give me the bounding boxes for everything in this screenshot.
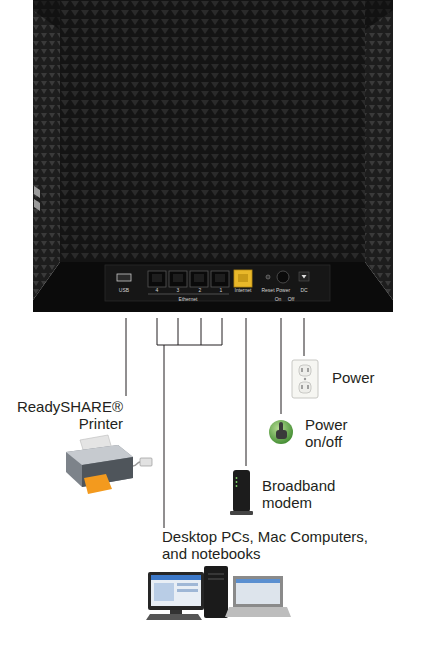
power-outlet — [292, 360, 318, 398]
device-label: Power — [332, 369, 376, 386]
power-icon — [269, 420, 293, 444]
usb-cable — [133, 462, 140, 466]
slot — [308, 385, 309, 389]
leader-line — [281, 318, 282, 414]
leader-line — [246, 318, 247, 466]
screen-line — [177, 589, 198, 592]
port-label: Power — [276, 287, 290, 293]
hand-icon — [276, 430, 287, 439]
port-label: On — [275, 296, 282, 302]
laptop-lid — [233, 576, 283, 607]
ethernet-port — [169, 271, 187, 287]
port-socket — [173, 274, 183, 282]
bracket-leg — [222, 318, 223, 345]
modem-stand — [230, 511, 253, 515]
printer-output — [84, 474, 112, 494]
port-label: 3 — [177, 287, 180, 293]
port-socket — [238, 274, 248, 282]
router-shade — [33, 0, 60, 30]
bracket-leg — [178, 318, 179, 345]
outlet-screw — [304, 378, 306, 380]
usb-plug — [140, 458, 152, 466]
leader-line — [304, 318, 305, 356]
ethernet-port — [190, 271, 208, 287]
port-label: 1 — [220, 287, 223, 293]
internet-port — [234, 270, 252, 287]
modem-led — [236, 485, 238, 487]
router-base — [33, 262, 393, 312]
screen-window — [154, 583, 174, 601]
device-label: Desktop PCs, Mac Computers, and notebook… — [162, 528, 377, 562]
dc-jack — [299, 272, 309, 281]
keyboard — [146, 614, 202, 620]
monitor-stand — [170, 610, 182, 614]
leader-line — [126, 318, 127, 396]
side-button — [34, 199, 40, 211]
port-label: 4 — [156, 287, 159, 293]
slot — [308, 368, 309, 372]
port-label: DC — [300, 287, 307, 293]
port-label: Off — [288, 296, 295, 302]
ethernet-port — [148, 271, 166, 287]
device-label: Power on/off — [305, 416, 360, 450]
ethernet-port — [211, 271, 229, 287]
port-label: Internet — [235, 287, 252, 293]
router-shade — [365, 0, 393, 30]
port-socket — [215, 274, 225, 282]
router-panel: USB 4 3 2 1 Internet ResetPower DC Ethernet On Off — [33, 0, 393, 318]
receptacle — [299, 382, 311, 393]
port-panel — [105, 265, 330, 301]
screen-bar — [151, 575, 201, 580]
slot — [302, 385, 303, 389]
port-label: 2 — [199, 287, 202, 293]
ethernet-underline — [148, 294, 229, 295]
port-label: Ethernet — [179, 296, 198, 302]
device-node: Power on/off — [266, 414, 366, 454]
reset-button — [266, 275, 270, 279]
device-label: Broadband modem — [262, 477, 352, 511]
router-back — [60, 0, 365, 262]
desktop-tower — [204, 566, 228, 618]
port-label: USB — [119, 287, 129, 293]
device-node: Desktop PCs, Mac Computers, and notebook… — [140, 528, 390, 628]
screen-line — [177, 583, 198, 586]
slot — [302, 368, 303, 372]
router-side — [365, 0, 393, 300]
laptop-base — [225, 607, 291, 617]
side-button — [34, 186, 40, 198]
monitor-screen — [151, 575, 201, 606]
port-socket — [194, 274, 204, 282]
leader-line — [157, 318, 164, 528]
usb-port — [117, 274, 131, 281]
tower-slot — [208, 579, 224, 580]
laptop-screen — [236, 579, 280, 604]
tower-slot — [208, 574, 224, 575]
port-label: Reset — [261, 287, 274, 293]
bracket-leg — [201, 318, 202, 345]
modem-led — [236, 481, 238, 483]
device-node: Power — [286, 356, 376, 400]
modem-body — [233, 470, 250, 512]
screen-bar — [236, 579, 280, 583]
receptacle — [299, 365, 311, 376]
dc-symbol — [302, 275, 307, 279]
monitor — [148, 572, 204, 610]
device-node: ReadySHARE® Printer — [8, 396, 144, 496]
bracket-bar — [164, 345, 222, 346]
port-socket — [152, 274, 162, 282]
ethernet-bracket — [164, 318, 222, 345]
device-label: ReadySHARE® Printer — [8, 398, 123, 432]
modem-led — [236, 477, 238, 479]
router-side — [33, 0, 60, 300]
power-button — [277, 271, 289, 283]
device-node: Broadband modem — [226, 466, 356, 518]
